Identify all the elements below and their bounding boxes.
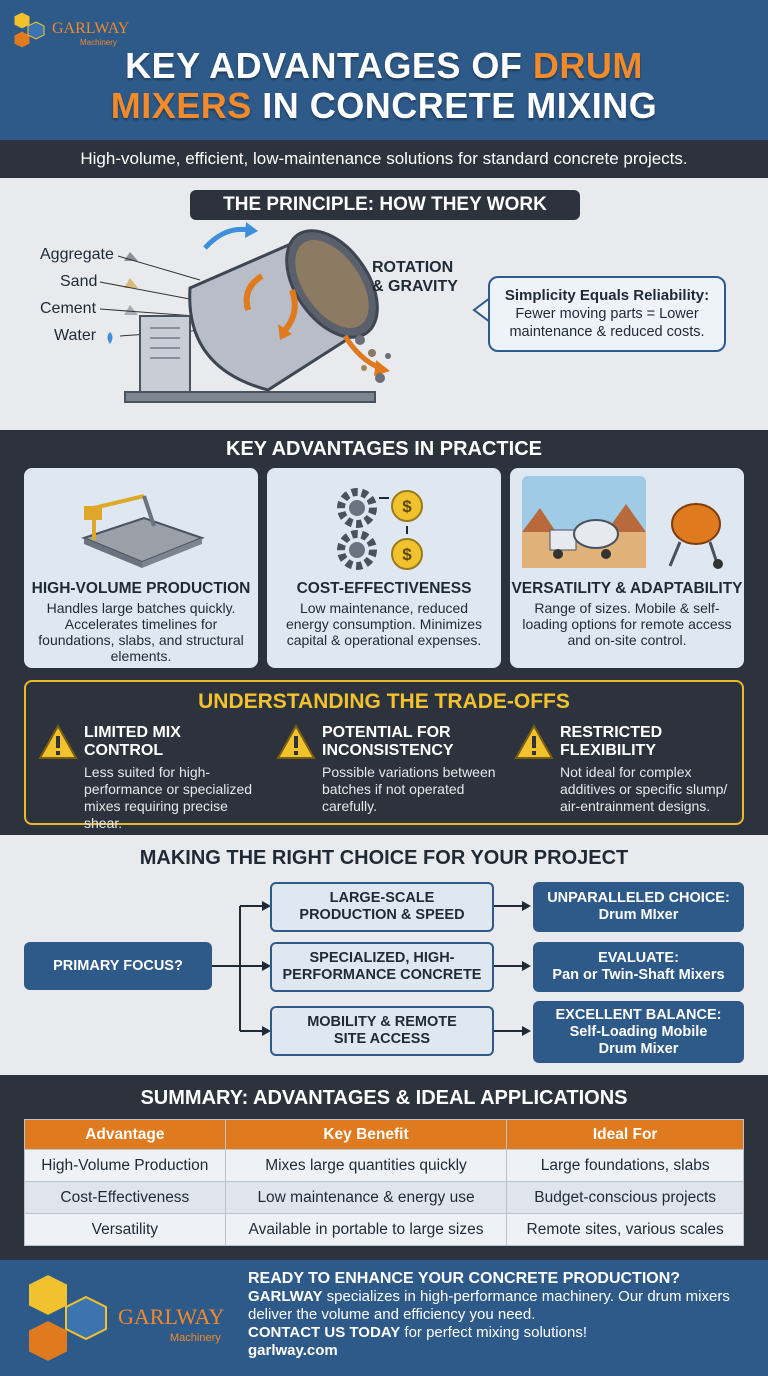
advantages-section: KEY ADVANTAGES IN PRACTICE HIGH-VOLUME P… [0,430,768,835]
table-header-row: Advantage Key Benefit Ideal For [24,1119,744,1150]
footer-logo[interactable]: GARLWAY Machinery [24,1270,224,1368]
result-pan-twin-shaft: EVALUATE:Pan or Twin-Shaft Mixers [533,942,744,992]
ingredient-sand: Sand [60,273,98,290]
svg-text:$: $ [402,497,412,516]
card-desc: Handles large batches quickly. Accelerat… [38,600,244,664]
header: GARLWAY Machinery KEY ADVANTAGES OF DRUM… [0,0,768,140]
page-title: KEY ADVANTAGES OF DRUM MIXERS IN CONCRET… [110,45,658,126]
gears-coins-icon: $ $ [337,488,423,570]
card-desc: Range of sizes. Mobile & self-loading op… [522,600,732,648]
footer-brand-name: GARLWAY [118,1304,225,1329]
ingredient-aggregate: Aggregate [40,246,114,263]
principle-heading: THE PRINCIPLE: HOW THEY WORK [190,190,580,220]
footer: GARLWAY Machinery READY TO ENHANCE YOUR … [0,1260,768,1376]
result-drum-mixer: UNPARALLELED CHOICE:Drum MIxer [533,882,744,932]
simplicity-callout: Simplicity Equals Reliability: Fewer mov… [488,276,726,352]
choice-section: MAKING THE RIGHT CHOICE FOR YOUR PROJECT… [0,835,768,1075]
tradeoffs-box: UNDERSTANDING THE TRADE-OFFS LIMITED MIX… [24,680,744,831]
mixer-truck-desert-icon [522,476,723,569]
flow-arrows-icon [212,901,531,1036]
warning-icon [38,724,78,759]
card-desc: Low maintenance, reduced energy consumpt… [285,600,483,648]
footer-text: READY TO ENHANCE YOUR CONCRETE PRODUCTIO… [248,1270,758,1360]
advantages-heading: KEY ADVANTAGES IN PRACTICE [226,438,542,460]
choice-heading: MAKING THE RIGHT CHOICE FOR YOUR PROJECT [139,847,629,869]
summary-section: SUMMARY: ADVANTAGES & IDEAL APPLICATIONS… [0,1075,768,1260]
summary-table: Advantage Key Benefit Ideal For High-Vol… [24,1119,744,1246]
ingredient-water: Water [54,327,97,344]
contact-cta[interactable]: CONTACT US TODAY [248,1324,401,1341]
brand-name: GARLWAY [52,20,130,37]
tradeoffs-heading: UNDERSTANDING THE TRADE-OFFS [198,690,570,713]
card-title: VERSATILITY & ADAPTABILITY [511,580,743,597]
ingredient-cement: Cement [40,300,97,317]
footer-headline: READY TO ENHANCE YOUR CONCRETE PRODUCTIO… [248,1270,681,1287]
warning-icon [276,724,316,759]
construction-site-icon [81,494,205,568]
option-specialized: SPECIALIZED, HIGH-PERFORMANCE CONCRETE [270,942,494,992]
card-versatility: VERSATILITY & ADAPTABILITY Range of size… [510,468,744,668]
primary-focus-box: PRIMARY FOCUS? [24,942,212,990]
brand-logo[interactable]: GARLWAY Machinery [10,8,129,52]
rotation-gravity-label: ROTATION& GRAVITY [372,259,458,295]
card-title: COST-EFFECTIVENESS [296,580,472,597]
website-link[interactable]: garlway.com [248,1342,338,1359]
column-header: Ideal For [506,1119,744,1150]
card-title: HIGH-VOLUME PRODUCTION [31,580,251,597]
footer-brand-tagline: Machinery [170,1332,221,1344]
card-cost: $ $ COST-EFFECTIVENESS Low maintenance, … [267,468,501,668]
hexagon-logo-icon [27,1272,107,1364]
warning-icon [514,724,554,759]
summary-heading: SUMMARY: ADVANTAGES & IDEAL APPLICATIONS [140,1087,628,1109]
principle-section: THE PRINCIPLE: HOW THEY WORK Aggregate S… [0,178,768,430]
drum-mixer-illustration-icon [99,222,391,403]
column-header: Advantage [24,1119,226,1150]
hexagon-logo-icon [13,11,45,49]
brand-tagline: Machinery [80,38,117,47]
svg-text:$: $ [402,545,412,564]
subtitle: High-volume, efficient, low-maintenance … [0,140,768,178]
column-header: Key Benefit [224,1119,508,1150]
card-high-volume: HIGH-VOLUME PRODUCTION Handles large bat… [24,468,258,668]
